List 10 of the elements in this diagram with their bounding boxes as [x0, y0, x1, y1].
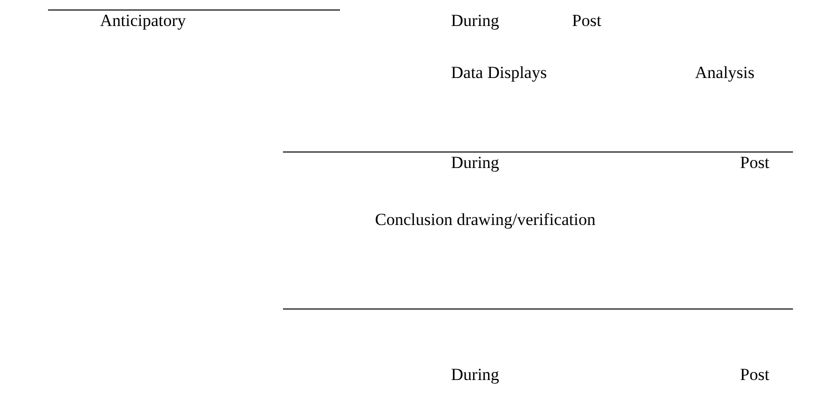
label-text: During — [451, 365, 500, 385]
label-text: Analysis — [695, 63, 754, 83]
label-text: Post — [740, 153, 770, 173]
label-text: Post — [740, 365, 770, 385]
label-text: Anticipatory — [100, 11, 186, 31]
label-text: Data Displays — [451, 63, 547, 83]
label-text: During — [451, 11, 500, 31]
label-text: Conclusion drawing/verification — [375, 210, 596, 230]
label-text: During — [451, 153, 500, 173]
label-text: Post — [572, 11, 602, 31]
